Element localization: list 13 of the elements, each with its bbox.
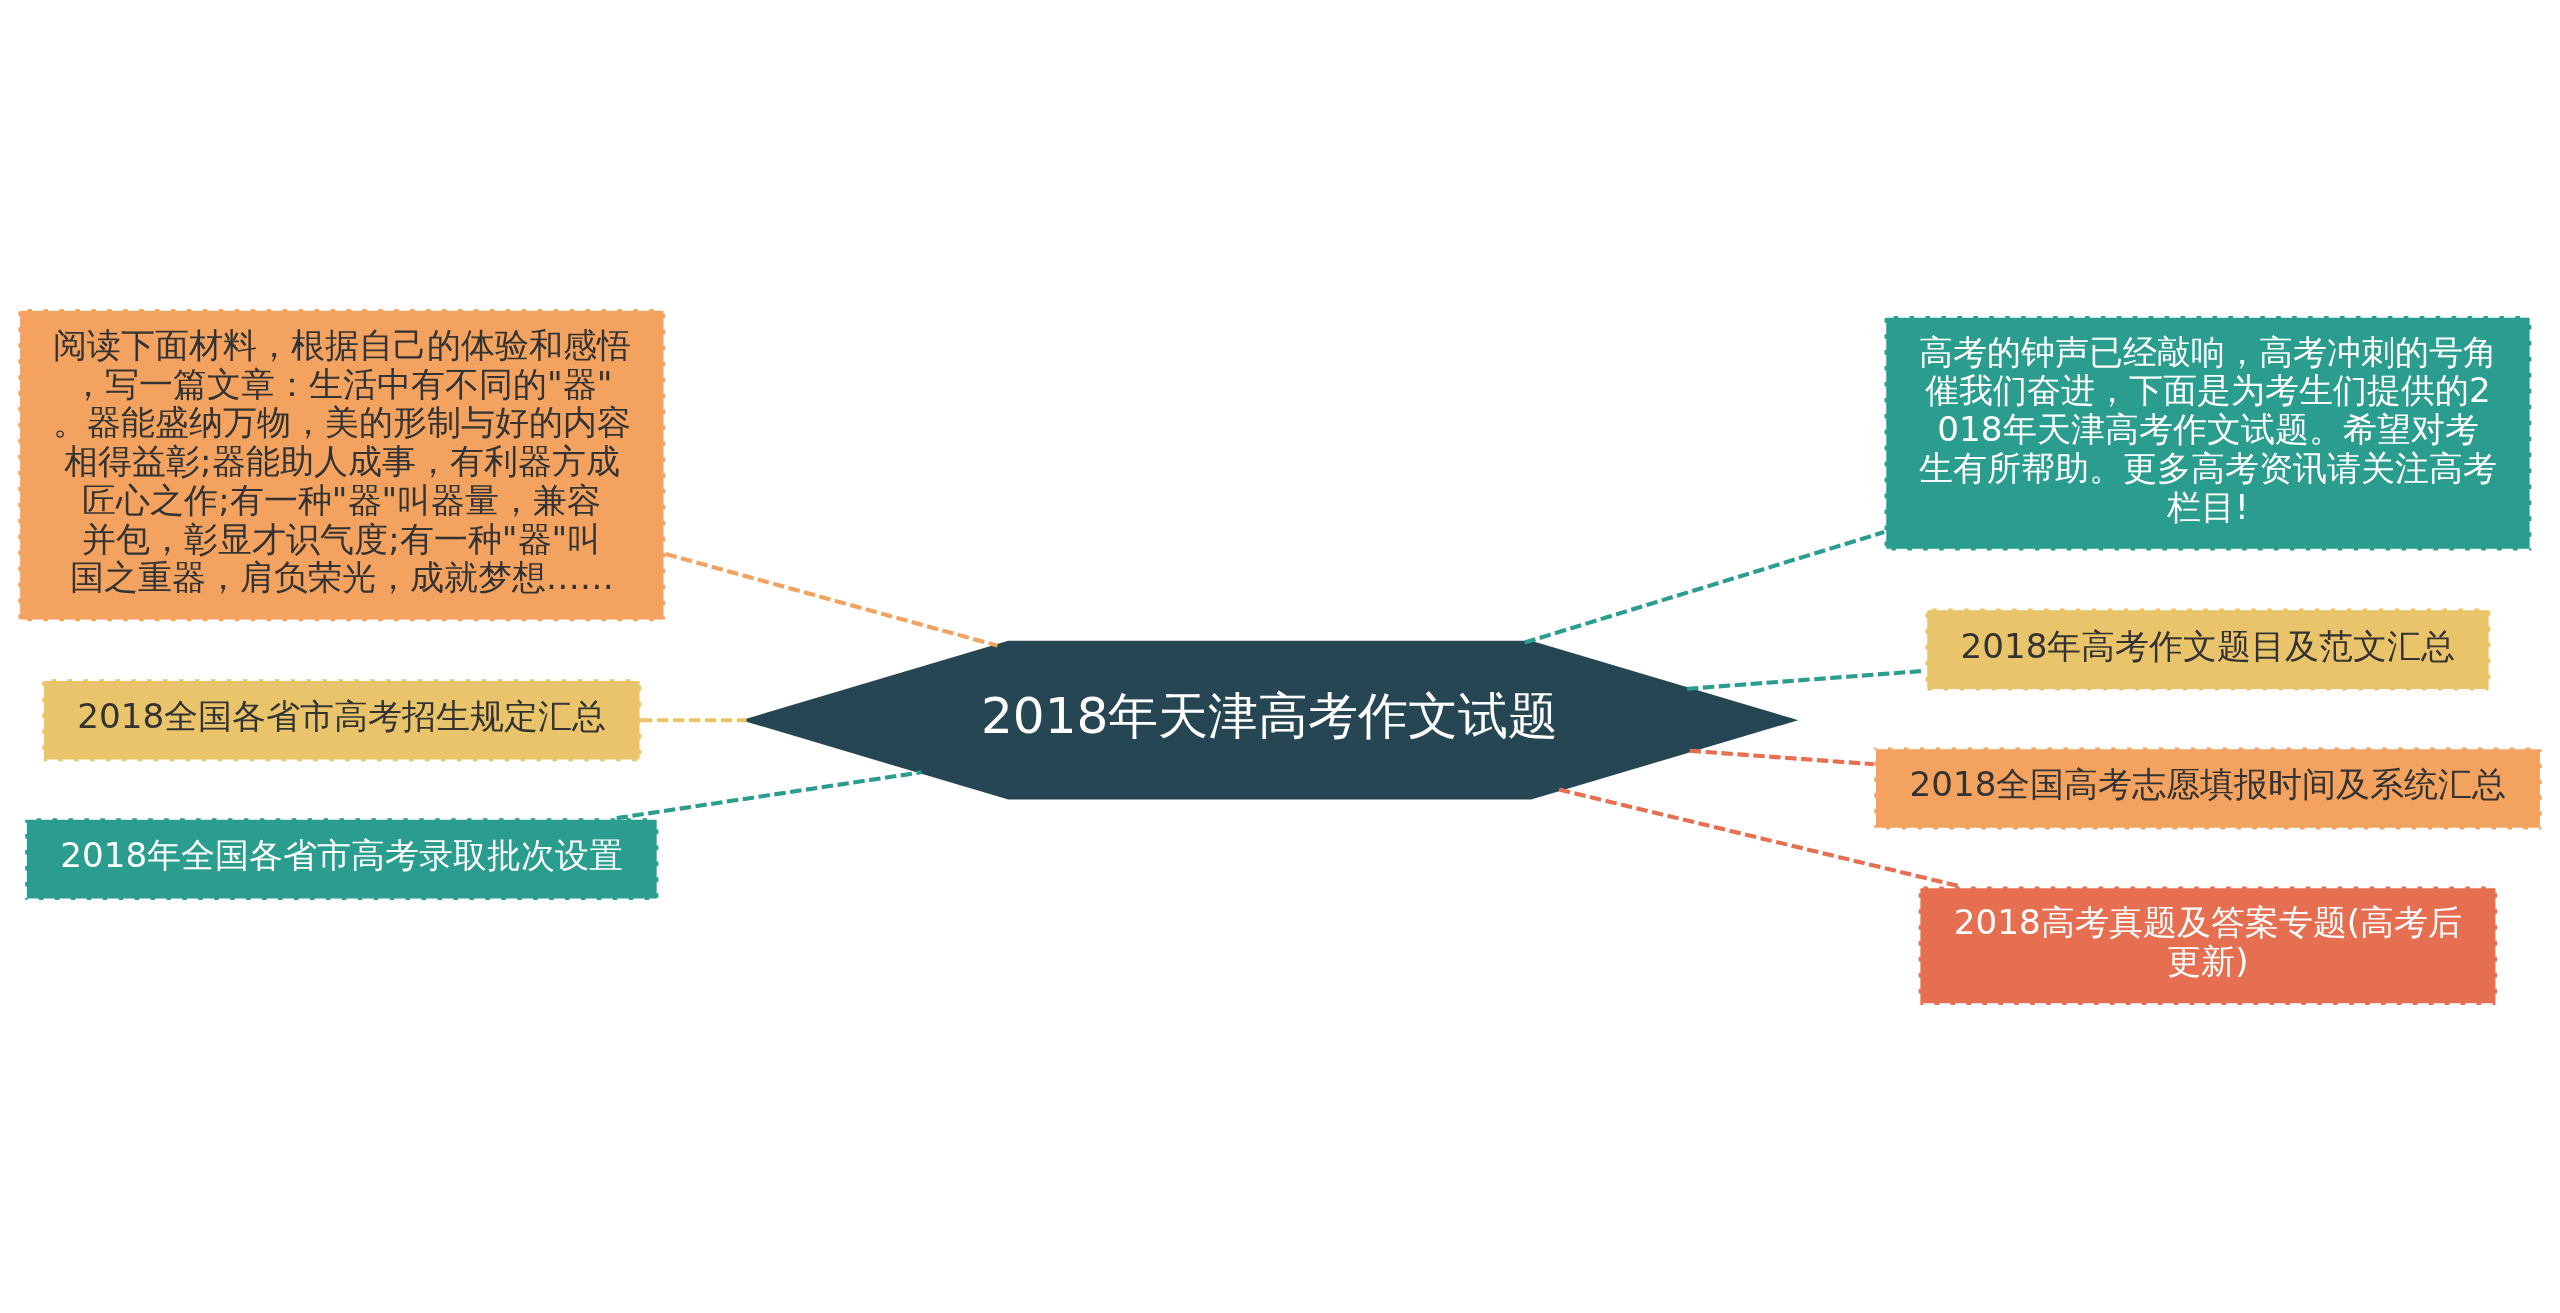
node-box: 阅读下面材料，根据自己的体验和感悟，写一篇文章：生活中有不同的"器"。器能盛纳万物，美的形制与好的内容相得益彰;器能助人成事，有利器方成匠心之作;有一种"器"叫器量，兼容并包，彰显才识气度;有一种"器"叫国之重器，肩负荣光，成就梦想…… [16,306,667,623]
connector [1558,787,1961,888]
node-box: 2018全国各省市高考招生规定汇总 [40,677,643,763]
node-box: 2018全国高考志愿填报时间及系统汇总 [1872,745,2544,831]
connector [665,551,999,648]
connector [641,717,747,722]
connector [616,769,922,820]
node-box: 2018年全国各省市高考录取批次设置 [23,815,661,902]
node-box: 2018高考真题及答案专题(高考后更新) [1917,884,2499,1007]
node-box: 高考的钟声已经敲响，高考冲刺的号角催我们奋进，下面是为考生们提供的2018年天津高考作文试题。希望对考生有所帮助。更多高考资讯请关注高考栏目! [1882,313,2534,552]
node-box: 2018年高考作文题目及范文汇总 [1923,606,2493,692]
connector [1689,748,1874,766]
connector [1524,529,1885,644]
